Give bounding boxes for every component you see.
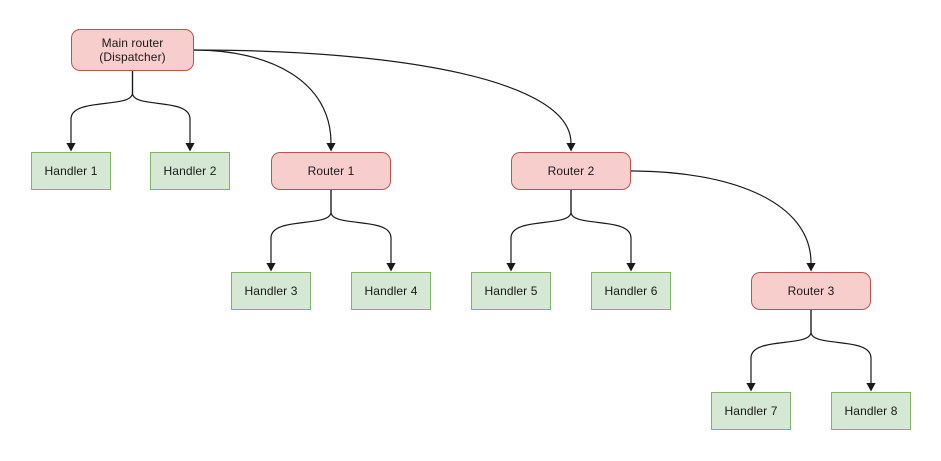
arrowhead-e-r2-r3 bbox=[806, 263, 816, 272]
node-router-3[interactable]: Router 3 bbox=[751, 272, 871, 310]
arrowhead-e-r2-h6 bbox=[626, 263, 636, 272]
node-router-2[interactable]: Router 2 bbox=[511, 152, 631, 190]
node-label: Handler 8 bbox=[844, 404, 898, 418]
arrowhead-e-r3-h8 bbox=[866, 383, 876, 392]
arrowhead-e-main-h2 bbox=[185, 143, 195, 152]
arrowhead-e-main-r1 bbox=[326, 143, 336, 152]
node-label: Handler 2 bbox=[163, 164, 217, 178]
node-label: Handler 4 bbox=[364, 284, 418, 298]
node-label: Router 2 bbox=[547, 164, 595, 178]
node-handler-2[interactable]: Handler 2 bbox=[150, 152, 230, 190]
edge-e-r2-h6 bbox=[570, 189, 632, 264]
arrowhead-e-r1-h3 bbox=[266, 263, 276, 272]
edge-e-main-r2 bbox=[193, 49, 572, 144]
edge-e-r3-h7 bbox=[750, 309, 812, 384]
edge-e-r3-h8 bbox=[810, 309, 872, 384]
node-handler-8[interactable]: Handler 8 bbox=[831, 392, 911, 430]
node-label: Handler 5 bbox=[484, 284, 538, 298]
edge-e-main-r1 bbox=[193, 49, 332, 144]
edge-e-r1-h3 bbox=[270, 189, 332, 264]
arrowhead-e-r1-h4 bbox=[386, 263, 396, 272]
edge-e-r2-h5 bbox=[510, 189, 572, 264]
arrowhead-e-r2-h5 bbox=[506, 263, 516, 272]
edge-e-main-h1 bbox=[70, 70, 134, 144]
node-handler-3[interactable]: Handler 3 bbox=[231, 272, 311, 310]
node-label: Router 1 bbox=[307, 164, 355, 178]
arrowhead-e-main-h1 bbox=[66, 143, 76, 152]
node-router-1[interactable]: Router 1 bbox=[271, 152, 391, 190]
node-label: Main router (Dispatcher) bbox=[99, 36, 166, 64]
node-label: Handler 1 bbox=[44, 164, 98, 178]
edge-e-main-h2 bbox=[131, 70, 191, 144]
arrowhead-e-main-r2 bbox=[566, 143, 576, 152]
node-handler-5[interactable]: Handler 5 bbox=[471, 272, 551, 310]
edge-e-r2-r3 bbox=[630, 170, 812, 264]
edge-e-r1-h4 bbox=[330, 189, 392, 264]
node-label: Handler 6 bbox=[604, 284, 658, 298]
node-label: Handler 3 bbox=[244, 284, 298, 298]
node-handler-1[interactable]: Handler 1 bbox=[31, 152, 111, 190]
arrowhead-e-r3-h7 bbox=[746, 383, 756, 392]
node-label: Router 3 bbox=[787, 284, 835, 298]
node-handler-4[interactable]: Handler 4 bbox=[351, 272, 431, 310]
node-main-router[interactable]: Main router (Dispatcher) bbox=[71, 29, 194, 71]
node-handler-6[interactable]: Handler 6 bbox=[591, 272, 671, 310]
node-label: Handler 7 bbox=[724, 404, 778, 418]
node-handler-7[interactable]: Handler 7 bbox=[711, 392, 791, 430]
